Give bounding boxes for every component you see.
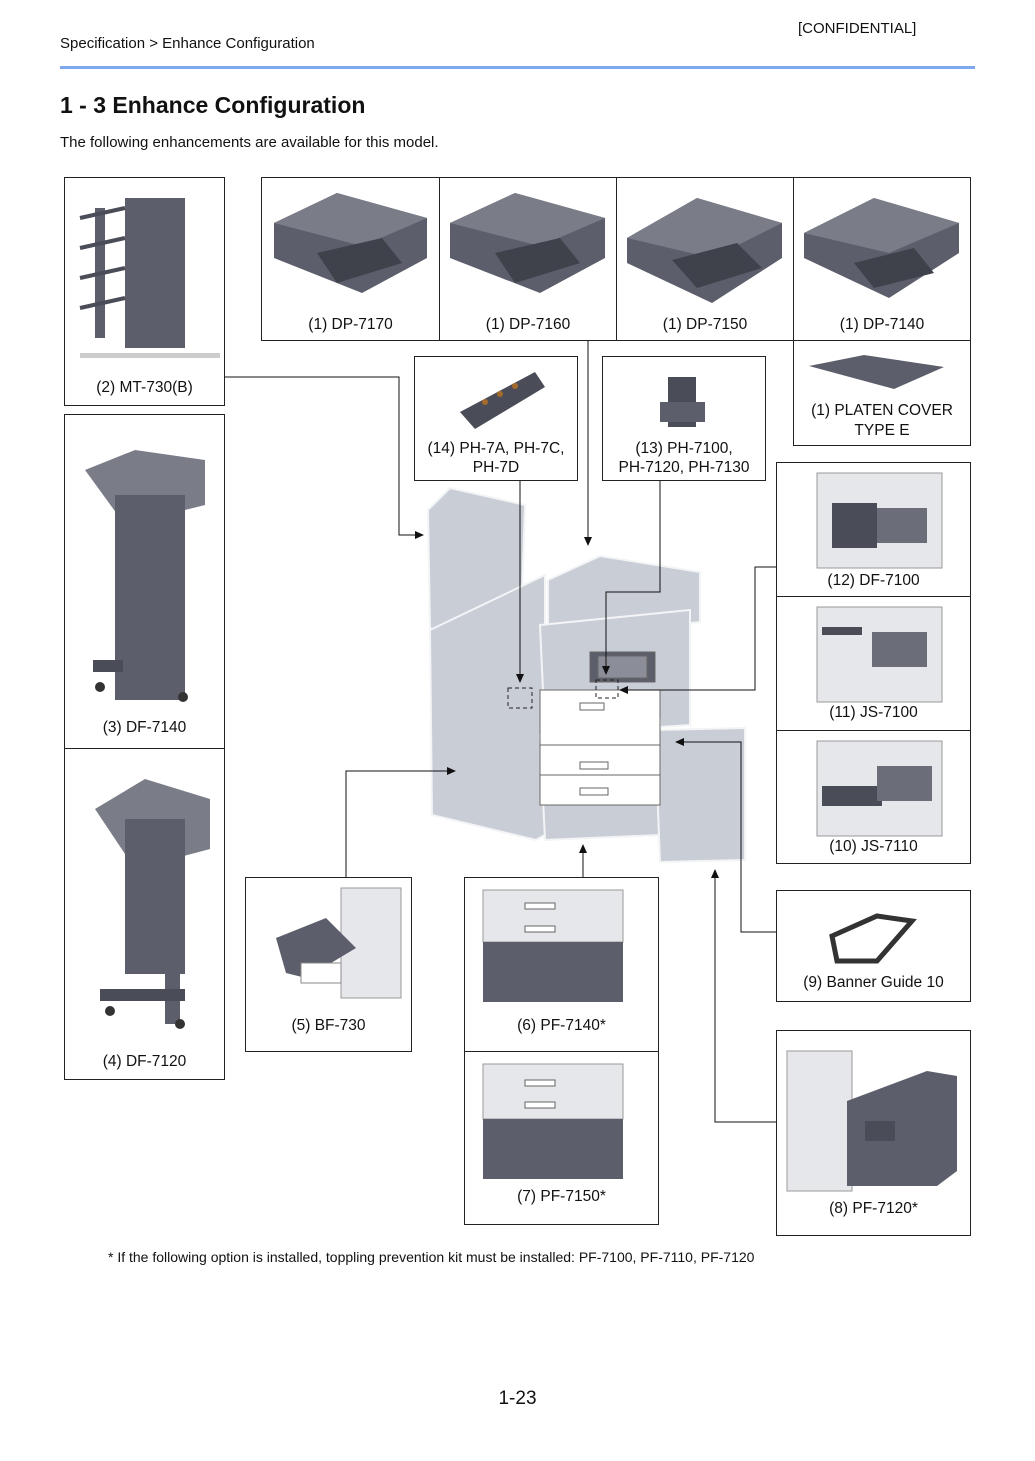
bf-730-label: (5) BF-730: [291, 1017, 366, 1034]
banner-guide-label: (9) Banner Guide 10: [803, 974, 944, 991]
df-7120-illustration: [95, 779, 210, 1029]
main-unit-details: [539, 651, 661, 806]
option-dp-7160: (1) DP-7160: [439, 177, 617, 341]
df-7100-label: (12) DF-7100: [827, 572, 920, 589]
dp-7150-illustration: [627, 198, 782, 303]
option-dp-7140: (1) DP-7140: [793, 177, 971, 341]
option-js-7110: (10) JS-7110: [776, 730, 971, 864]
ph-7a-label-line2: PH-7D: [472, 459, 520, 476]
option-banner-guide: (9) Banner Guide 10: [776, 890, 971, 1002]
pf-7150-label: (7) PF-7150*: [517, 1188, 606, 1205]
option-df-7140: (3) DF-7140: [64, 414, 225, 749]
option-df-7120: (4) DF-7120: [64, 748, 225, 1080]
option-df-7100: (12) DF-7100: [776, 462, 971, 597]
df-7140-illustration: [85, 450, 205, 702]
option-js-7100: (11) JS-7100: [776, 596, 971, 731]
ph-7a-illustration: [460, 372, 545, 429]
option-ph-7100: (13) PH-7100, PH-7120, PH-7130: [602, 356, 766, 481]
dp-7160-illustration: [450, 193, 605, 293]
option-pf-7120: (8) PF-7120*: [776, 1030, 971, 1236]
page-title: 1 - 3 Enhance Configuration: [60, 92, 366, 118]
mt-730b-illustration: [79, 198, 220, 358]
dp-7170-label: (1) DP-7170: [308, 316, 393, 333]
ph-7a-label-line1: (14) PH-7A, PH-7C,: [427, 440, 565, 457]
confidential-label: [CONFIDENTIAL]: [798, 20, 917, 37]
footnote: * If the following option is installed, …: [108, 1249, 755, 1265]
dp-7140-label: (1) DP-7140: [839, 316, 925, 333]
pf-7120-illustration: [786, 1050, 957, 1192]
option-ph-7a: (14) PH-7A, PH-7C, PH-7D: [414, 356, 578, 481]
pf-7120-label: (8) PF-7120*: [829, 1200, 918, 1217]
ph-7100-illustration: [660, 377, 705, 427]
intro-text: The following enhancements are available…: [60, 134, 439, 151]
platen-cover-illustration: [809, 355, 944, 389]
option-pf-7140: (6) PF-7140*: [464, 877, 659, 1052]
breadcrumb: Specification > Enhance Configuration: [60, 35, 315, 52]
option-bf-730: (5) BF-730: [245, 877, 412, 1052]
df-7100-illustration: [816, 472, 943, 569]
js-7100-illustration: [816, 606, 943, 703]
dp-7150-label: (1) DP-7150: [662, 316, 748, 333]
platen-cover-label-line2: TYPE E: [854, 422, 910, 439]
js-7100-label: (11) JS-7100: [829, 704, 918, 721]
page-number: 1-23: [498, 1388, 537, 1409]
banner-guide-illustration: [829, 913, 917, 964]
df-7120-label: (4) DF-7120: [102, 1053, 187, 1070]
ph-7100-label-line1: (13) PH-7100,: [635, 440, 733, 457]
option-pf-7150: (7) PF-7150*: [464, 1051, 659, 1225]
header-rule: [60, 66, 975, 69]
pf-7150-illustration: [482, 1063, 624, 1179]
main-unit-illustration: [426, 486, 746, 864]
js-7110-label: (10) JS-7110: [829, 838, 918, 855]
platen-cover-label-line1: (1) PLATEN COVER: [811, 402, 953, 419]
mt-730b-label: (2) MT-730(B): [96, 379, 193, 396]
df-7140-label: (3) DF-7140: [102, 719, 187, 736]
option-dp-7150: (1) DP-7150: [616, 177, 794, 341]
dp-7170-illustration: [274, 193, 427, 293]
pf-7140-illustration: [482, 889, 624, 1002]
js-7110-illustration: [816, 740, 943, 837]
dp-7140-illustration: [804, 198, 959, 298]
pf-7140-label: (6) PF-7140*: [517, 1017, 606, 1034]
option-platen-cover: (1) PLATEN COVER TYPE E: [793, 340, 971, 446]
option-mt-730b: (2) MT-730(B): [64, 177, 225, 406]
ph-7100-label-line2: PH-7120, PH-7130: [618, 459, 750, 476]
option-dp-7170: (1) DP-7170: [261, 177, 440, 341]
dp-7160-label: (1) DP-7160: [485, 316, 571, 333]
bf-730-illustration: [276, 887, 402, 999]
